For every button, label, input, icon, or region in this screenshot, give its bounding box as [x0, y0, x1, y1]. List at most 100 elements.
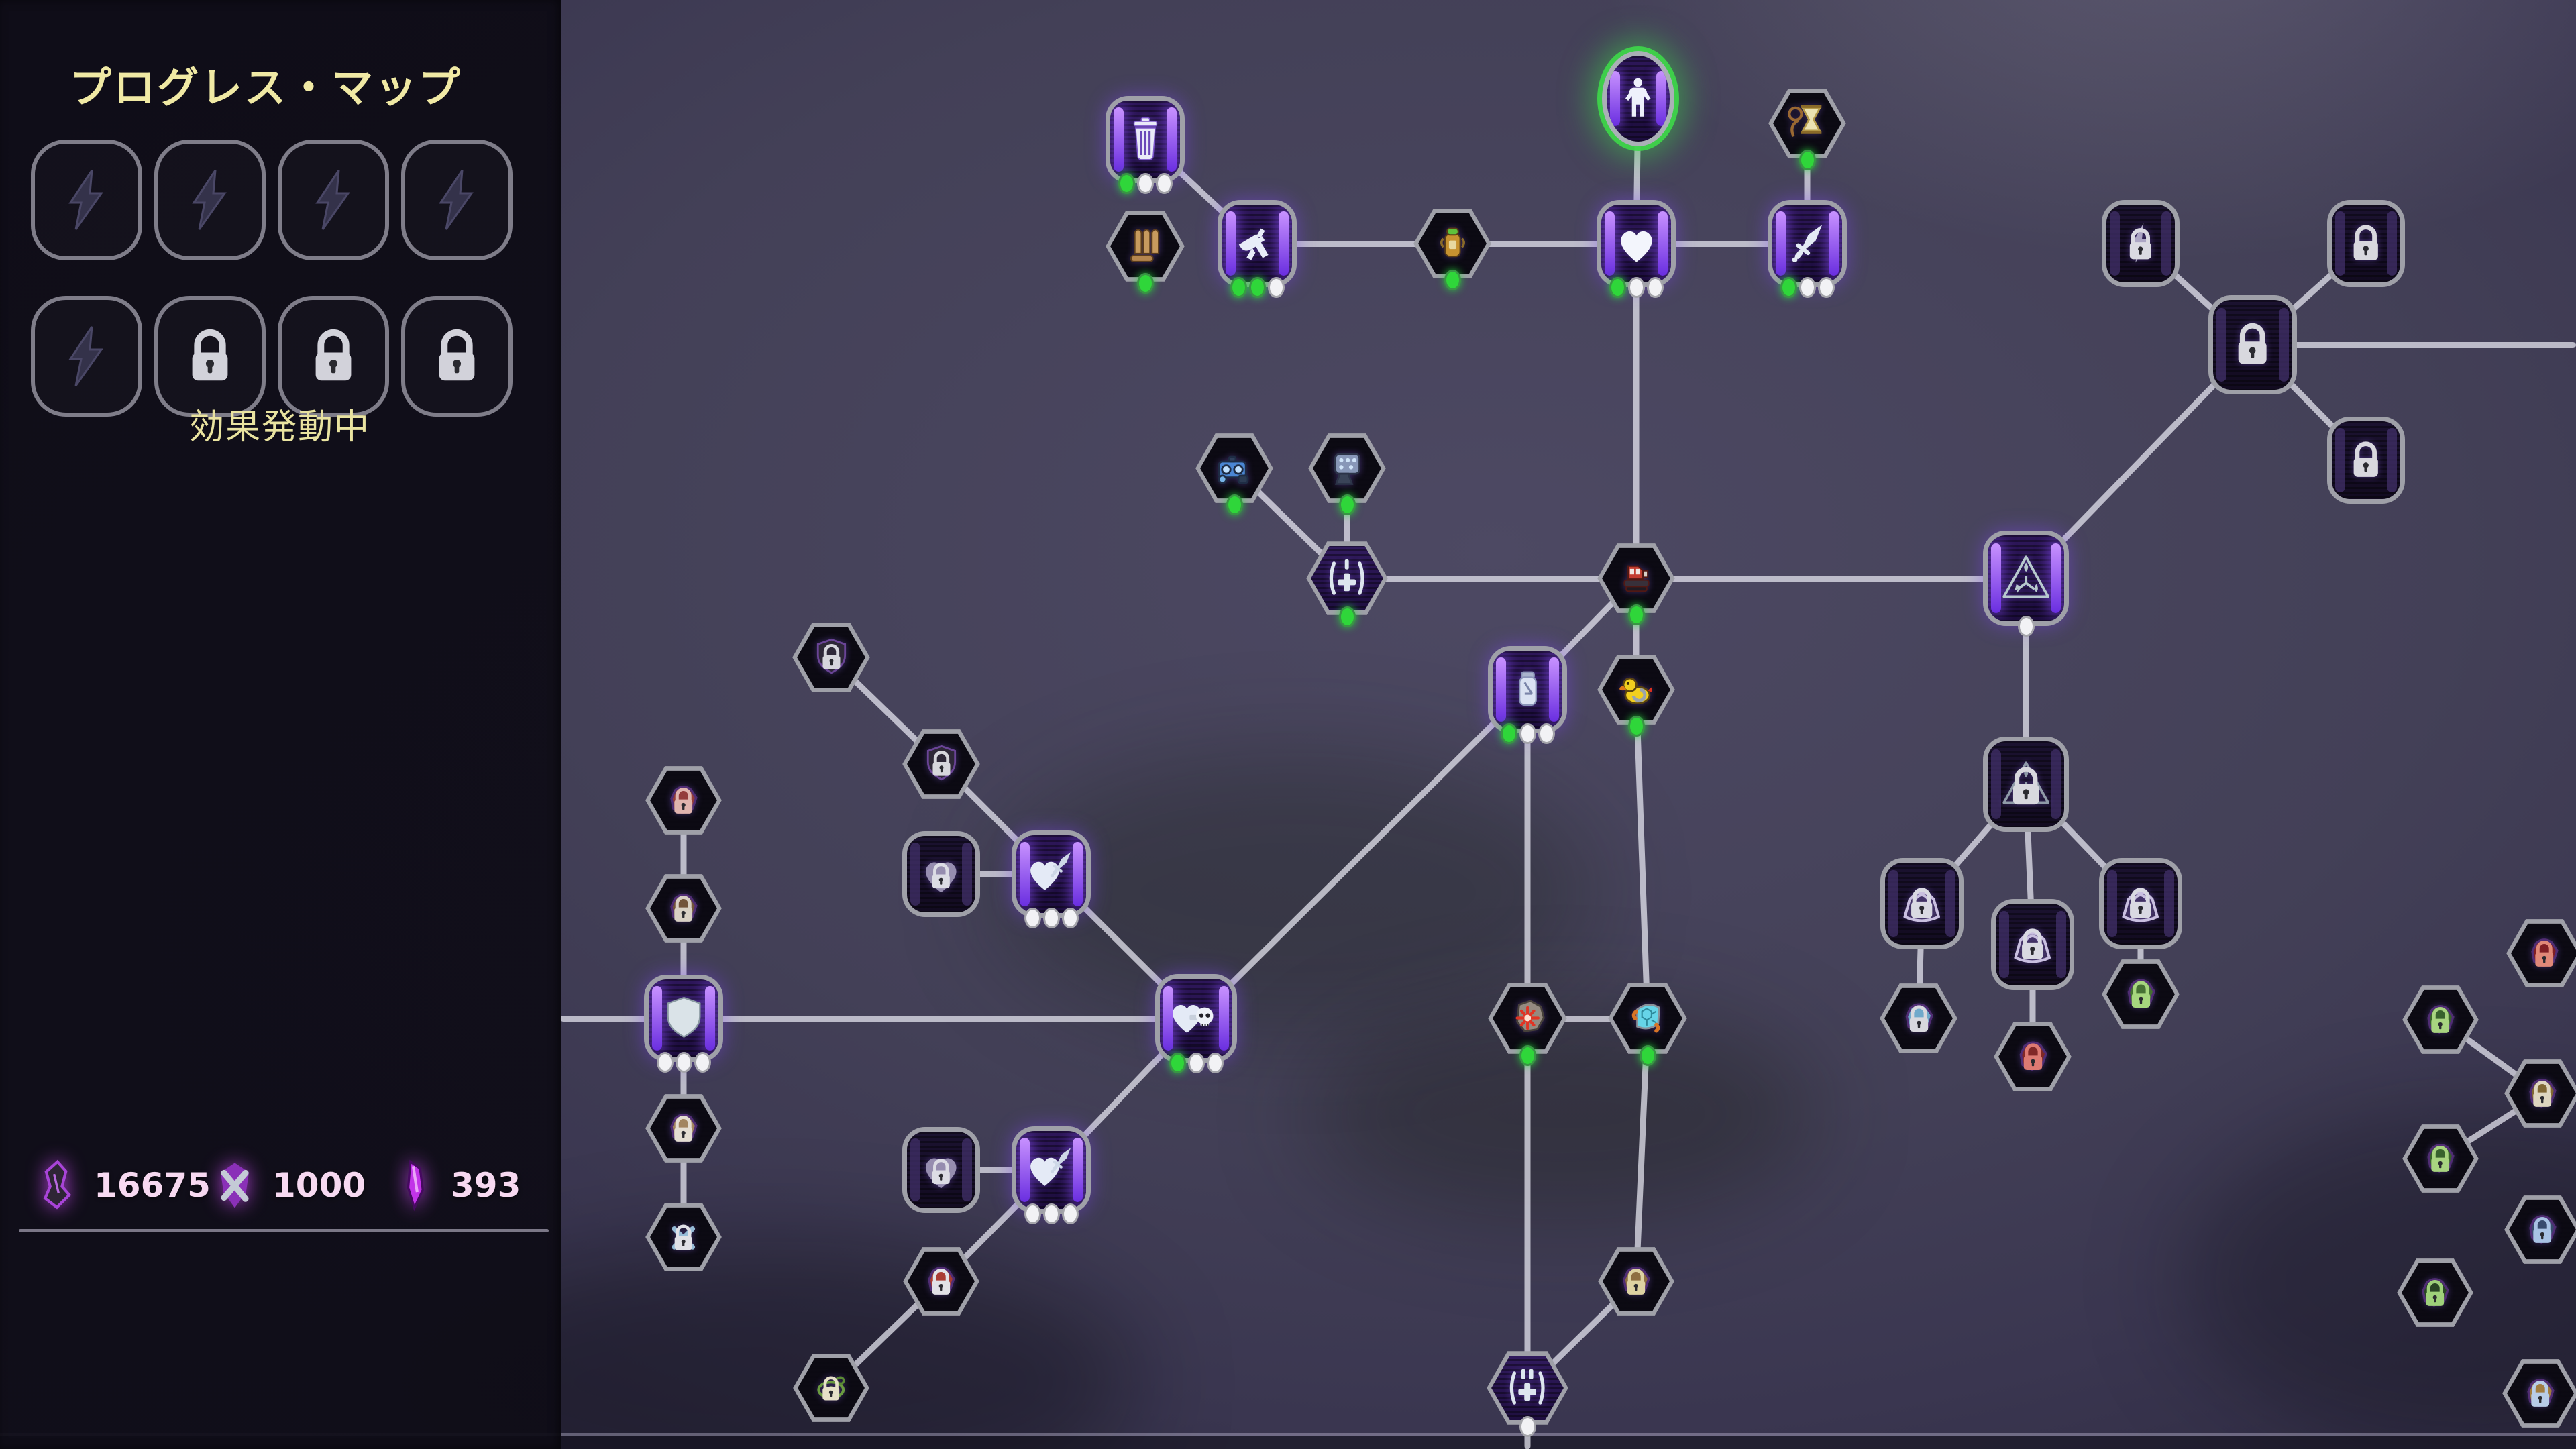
- level-dots: [1488, 723, 1567, 744]
- map-node-elements-locked[interactable]: [1983, 737, 2069, 832]
- map-node-locked-edge-tan[interactable]: [2504, 1058, 2576, 1129]
- map-node-locked-brown[interactable]: [645, 873, 722, 944]
- map-node-locked-red[interactable]: [1993, 1020, 2072, 1093]
- map-node-med-station-1[interactable]: [1305, 540, 1389, 627]
- map-node-elements[interactable]: [1983, 531, 2069, 637]
- level-dots: [1218, 277, 1297, 298]
- map-node-boombox[interactable]: [1195, 432, 1274, 515]
- map-node-locked-food[interactable]: [645, 1093, 722, 1164]
- level-dot-green: [1500, 723, 1517, 744]
- map-node-guard[interactable]: [644, 975, 723, 1073]
- lock-icon: [2529, 1079, 2557, 1108]
- hexshield-icon: [1631, 1004, 1660, 1034]
- canister-icon: [1518, 671, 1537, 706]
- bag-lock-icon: [2122, 888, 2159, 922]
- lock-icon: [439, 329, 475, 381]
- currency-amount: 1000: [272, 1166, 366, 1205]
- map-node-locked-edge-blue[interactable]: [2504, 1194, 2576, 1265]
- map-node-hex-shield[interactable]: [1607, 981, 1688, 1066]
- map-node-bag-left[interactable]: [1880, 858, 1964, 949]
- map-node-locked-mushroom[interactable]: [1597, 1246, 1675, 1317]
- map-node-locked-hub[interactable]: [2208, 295, 2297, 394]
- map-node-med-station-2[interactable]: [1486, 1350, 1569, 1437]
- background-blob: [993, 751, 1597, 1033]
- level-dots: [1195, 494, 1274, 515]
- level-dot-white: [656, 1052, 674, 1073]
- map-node-locked-eye[interactable]: [792, 1352, 870, 1424]
- level-dots: [1768, 277, 1847, 298]
- currency-dark-shard: 16675: [28, 1155, 211, 1216]
- map-node-locked-syringe[interactable]: [1879, 982, 1958, 1055]
- map-node-melee[interactable]: [1768, 200, 1847, 298]
- map-node-canister[interactable]: [1488, 646, 1567, 744]
- trash-icon: [1133, 117, 1157, 160]
- map-node-locked-heart-2[interactable]: [902, 1127, 980, 1213]
- level-dot-white: [1627, 277, 1645, 298]
- currency-divider: [19, 1229, 549, 1232]
- page-title: プログレス・マップ: [70, 62, 463, 112]
- map-node-hourglass[interactable]: [1768, 87, 1847, 170]
- map-node-locked-a[interactable]: [2327, 200, 2405, 287]
- ability-slot-6[interactable]: [154, 296, 266, 417]
- lock-icon: [670, 786, 698, 814]
- meteor-icon: [1515, 1000, 1545, 1033]
- map-node-bag-right[interactable]: [2099, 858, 2182, 949]
- map-node-canteen[interactable]: [1413, 207, 1492, 290]
- map-node-weapon[interactable]: [1218, 200, 1297, 298]
- map-node-storage-bin[interactable]: [1106, 96, 1185, 194]
- map-node-locked-figure[interactable]: [902, 1246, 980, 1317]
- map-node-character[interactable]: [1602, 51, 1674, 146]
- lock-icon: [2531, 938, 2559, 967]
- level-dots: [1012, 1203, 1091, 1224]
- map-node-locked-shield-2[interactable]: [902, 728, 981, 800]
- map-node-red-robot[interactable]: [1597, 542, 1676, 625]
- elements-icon: [2002, 555, 2049, 598]
- map-node-locked-red-2[interactable]: [645, 765, 722, 836]
- lock-icon: [2239, 323, 2267, 364]
- map-node-heart-dagger-2[interactable]: [1012, 1126, 1091, 1224]
- map-node-locked-b[interactable]: [2327, 417, 2405, 504]
- map-node-meteor[interactable]: [1487, 981, 1568, 1066]
- heart-lock-icon: [926, 862, 957, 893]
- level-dot-green: [1627, 604, 1645, 625]
- ability-slot-7[interactable]: [278, 296, 389, 417]
- map-node-locked-heart-1[interactable]: [902, 831, 980, 917]
- map-node-heart-skull[interactable]: [1155, 974, 1237, 1073]
- map-node-duck[interactable]: [1597, 653, 1676, 737]
- ability-slot-3[interactable]: [278, 140, 389, 260]
- map-node-locked-green[interactable]: [2101, 958, 2180, 1030]
- level-dot-green: [1338, 494, 1356, 515]
- ability-slot-5[interactable]: [31, 296, 142, 417]
- map-node-health[interactable]: [1597, 200, 1676, 298]
- ability-slot-2[interactable]: [154, 140, 266, 260]
- level-dots: [1486, 1416, 1569, 1437]
- map-node-locked-edge-green-2[interactable]: [2402, 1123, 2479, 1194]
- ability-slot-1[interactable]: [31, 140, 142, 260]
- map-node-ammo[interactable]: [1105, 209, 1185, 294]
- map-node-locked-edge-red[interactable]: [2506, 918, 2576, 989]
- map-node-locked-shield-1[interactable]: [792, 621, 871, 694]
- level-dots: [1597, 277, 1676, 298]
- shield-icon: [666, 996, 701, 1038]
- level-dot-green: [1780, 277, 1797, 298]
- level-dot-green: [1118, 173, 1135, 194]
- ability-slot-8[interactable]: [401, 296, 513, 417]
- map-node-locked-edge-green-3[interactable]: [2396, 1257, 2474, 1328]
- ability-slot-4[interactable]: [401, 140, 513, 260]
- level-dot-white: [675, 1052, 692, 1073]
- background-blob: [1308, 1006, 1818, 1221]
- map-node-heart-dagger-1[interactable]: [1012, 830, 1091, 928]
- level-dot-white: [1042, 1203, 1060, 1224]
- map-node-locked-edge-green-1[interactable]: [2402, 984, 2479, 1055]
- map-node-locked-bone[interactable]: [645, 1201, 722, 1273]
- map-link: [560, 1015, 1196, 1022]
- map-node-locked-edge-gold[interactable]: [2502, 1358, 2576, 1429]
- map-link: [941, 1167, 1051, 1173]
- bag-lock-icon: [2014, 928, 2051, 963]
- map-node-locked-lightning[interactable]: [2102, 200, 2180, 287]
- level-dots: [644, 1052, 723, 1073]
- map-node-scanner[interactable]: [1307, 432, 1387, 515]
- map-node-bag-center[interactable]: [1991, 899, 2074, 990]
